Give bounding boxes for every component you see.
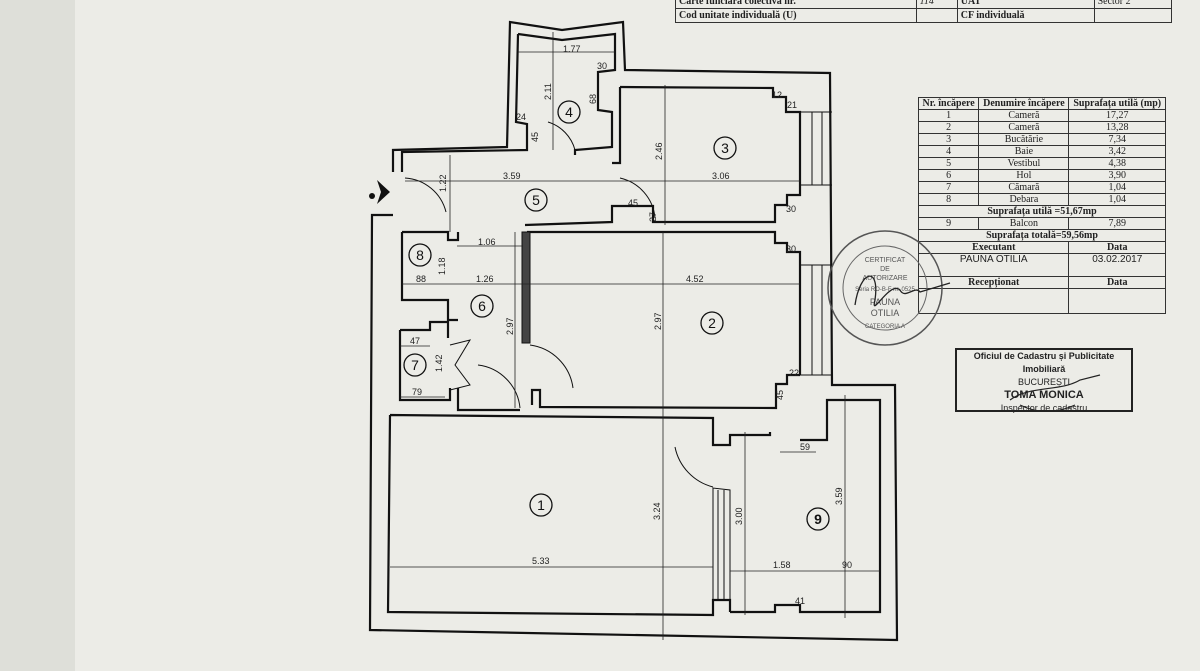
stamp-line: DE: [880, 266, 890, 273]
cadastral-header-table: Carte funciară colectivă nr. 114 UAT Sec…: [675, 0, 1173, 23]
dim-label: 30: [786, 204, 796, 214]
dim-label: 2.97: [505, 317, 515, 335]
ocpi-stamp-line: Oficiul de Cadastru și Publicitate Imobi…: [973, 351, 1115, 374]
dim-label: 2.97: [653, 312, 663, 330]
dim-label: 45: [530, 132, 540, 142]
dim-label: 3.59: [834, 487, 844, 505]
dim-label: 12: [772, 90, 782, 100]
dim-label: 59: [800, 442, 810, 452]
executant-name: PAUNA OTILIA: [917, 253, 1070, 277]
dim-label: 1.26: [476, 274, 494, 284]
dim-label: 1.18: [437, 257, 447, 275]
door-swing-entrance: [404, 177, 447, 213]
room-number-circles: [403, 100, 830, 531]
dimension-labels: 1.77 30 2.11 68 24 45 2.46 3.59 3.06 1.2…: [410, 44, 852, 606]
ocpi-stamp-line: BUCUREȘTI: [1017, 377, 1070, 387]
dim-label: 1.58: [773, 560, 791, 570]
dim-label: 30: [597, 61, 607, 71]
stamp-line: AUTORIZARE: [863, 275, 908, 282]
dim-label: 90: [842, 560, 852, 570]
door-swing-room2: [529, 344, 574, 389]
room-number-9: 9: [814, 511, 822, 527]
dim-label: 68: [588, 94, 598, 104]
cf-individuala-label: CF individuală: [956, 8, 1095, 23]
dim-label: 88: [416, 274, 426, 284]
door-swing-camara: [449, 339, 472, 391]
dim-label: 3.59: [503, 171, 521, 181]
door-swing-hall: [477, 364, 521, 409]
certificate-stamp: CERTIFICAT DE AUTORIZARE Seria RO-B-F nr…: [827, 230, 951, 346]
room-number-1: 1: [537, 497, 545, 513]
room-number-5: 5: [532, 192, 540, 208]
room-number-3: 3: [721, 140, 729, 156]
dim-label: 3.24: [652, 502, 662, 520]
ocpi-inspector-name: TOMA MONICA: [1004, 389, 1084, 401]
door-swing-kitchen: [619, 177, 656, 219]
dim-label: 79: [412, 387, 422, 397]
door-swings: [404, 121, 714, 488]
dim-label: 1.06: [478, 237, 496, 247]
stamp-line: Seria RO-B-F nr. 0525: [855, 287, 915, 293]
rooms-table: Nr. încăpere Denumire încăpere Suprafața…: [917, 97, 1166, 314]
stamp-line: CATEGORIA A: [865, 324, 905, 330]
room-number-8: 8: [416, 247, 424, 263]
dim-label: 3.06: [712, 171, 730, 181]
dim-label: 1.22: [438, 174, 448, 192]
dim-label: 27: [648, 212, 658, 222]
room-number-7: 7: [411, 357, 419, 373]
dim-label: 22: [789, 368, 799, 378]
stamp-line: PAUNA: [870, 297, 900, 307]
signature-executant: [854, 275, 951, 307]
dim-label: 30: [786, 244, 796, 254]
door-swing-bathroom: [547, 121, 576, 151]
room-number-6: 6: [478, 298, 486, 314]
dim-label: 47: [410, 336, 420, 346]
dim-label: 24: [516, 112, 526, 122]
dim-label: 2.46: [654, 142, 664, 160]
dim-label: 21: [787, 100, 797, 110]
dim-label: 45: [775, 390, 785, 400]
door-swing-balcony: [674, 446, 714, 488]
walls: [368, 20, 899, 642]
dim-label: 1.42: [434, 354, 444, 372]
cf-individuala-value: [1093, 8, 1173, 23]
stamp-line: OTILIA: [871, 308, 900, 318]
ocpi-stamp-line: Inspector de cadastru: [1000, 403, 1088, 413]
stamp-line: CERTIFICAT: [865, 257, 906, 264]
entrance-arrow-icon: [369, 180, 390, 204]
room-number-2: 2: [708, 315, 716, 331]
dim-label: 5.33: [532, 556, 550, 566]
dim-label: 4.52: [686, 274, 704, 284]
dim-label: 3.00: [734, 507, 744, 525]
cod-unitate-value: [915, 8, 958, 23]
signature-inspector: [1009, 374, 1101, 412]
receptionat-date-cell: [1068, 288, 1166, 314]
dim-label: 1.77: [563, 44, 581, 54]
dim-label: 2.11: [543, 83, 553, 100]
room-number-4: 4: [565, 104, 573, 120]
dimension-lines: [390, 32, 880, 640]
dim-label: 45: [628, 198, 638, 208]
receptionat-cell: [917, 288, 1070, 314]
executant-date: 03.02.2017: [1068, 253, 1166, 277]
dim-label: 41: [795, 596, 805, 606]
